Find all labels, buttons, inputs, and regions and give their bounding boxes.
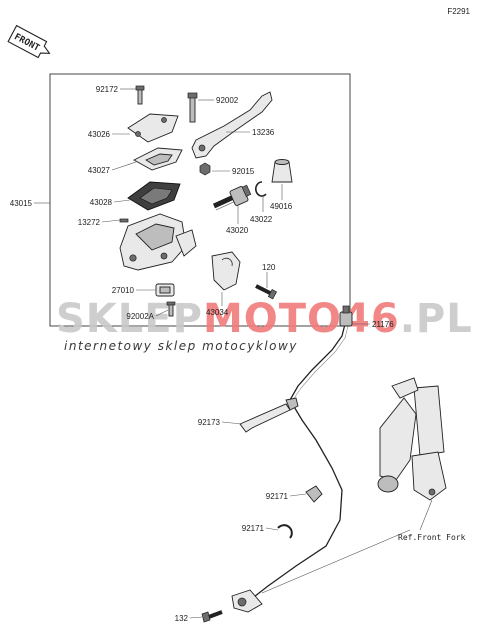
label-92173[interactable]: 92173: [198, 418, 221, 427]
label-92171-upper[interactable]: 92171: [266, 492, 289, 501]
screw-13272: [119, 218, 129, 223]
bolt-92002A: [166, 301, 176, 317]
label-13272[interactable]: 13272: [78, 218, 101, 227]
leader-lines: [34, 88, 433, 619]
switch-27010: [155, 283, 175, 297]
label-27010[interactable]: 27010: [112, 286, 135, 295]
ref-front-fork-label: Ref.Front Fork: [398, 533, 466, 542]
label-43026[interactable]: 43026: [88, 130, 111, 139]
boot-49016: [271, 159, 293, 183]
label-92002[interactable]: 92002: [216, 96, 239, 105]
watermark: SKLEPMOTO46.PL internetowy sklep motocyk…: [56, 296, 473, 353]
label-21176[interactable]: 21176: [372, 320, 394, 329]
nut-92015: [199, 162, 211, 176]
screw-92172: [135, 85, 145, 105]
label-120[interactable]: 120: [262, 263, 276, 272]
label-43015[interactable]: 43015: [10, 199, 33, 208]
svg-text:SKLEPMOTO46.PL: SKLEPMOTO46.PL: [56, 296, 473, 342]
piston-kit-43020: [212, 184, 252, 211]
label-43027[interactable]: 43027: [88, 166, 111, 175]
label-92002A[interactable]: 92002A: [126, 312, 154, 321]
label-92172[interactable]: 92172: [96, 85, 119, 94]
bolt-120: [255, 284, 278, 300]
assembly-frame: [49, 73, 351, 327]
label-43020[interactable]: 43020: [226, 226, 249, 235]
watermark-part2: MOTO: [203, 296, 342, 342]
clamp-43034: [211, 251, 241, 291]
label-13236[interactable]: 13236: [252, 128, 275, 137]
front-direction-badge: FRONT: [7, 24, 51, 59]
label-49016[interactable]: 49016: [270, 202, 293, 211]
label-92015[interactable]: 92015: [232, 167, 255, 176]
bolt-132: [201, 610, 223, 623]
master-cylinder-body-43015: [119, 213, 197, 271]
label-43022[interactable]: 43022: [250, 215, 273, 224]
label-43028[interactable]: 43028: [90, 198, 113, 207]
part-labels: 92172 92002 43026 13236 43027 92015 4901…: [10, 85, 466, 623]
brake-hose-21176: [231, 305, 353, 613]
clamp-92171-lower: [277, 524, 293, 539]
diaphragm-43028: [127, 181, 181, 211]
front-fork-reference: [377, 377, 447, 501]
clamp-92171-upper: [305, 485, 323, 503]
figure-code: F2291: [447, 7, 470, 16]
watermark-tagline: internetowy sklep motocyklowy: [64, 339, 298, 353]
pivot-bolt-92002: [187, 92, 198, 123]
label-132[interactable]: 132: [175, 614, 189, 623]
watermark-part4: .PL: [400, 296, 473, 342]
circlip-43022: [255, 181, 267, 197]
watermark-part1: SKLEP: [56, 296, 203, 342]
plate-43027: [133, 147, 183, 171]
label-43034[interactable]: 43034: [206, 308, 229, 317]
lever-13236: [191, 91, 273, 159]
label-92171-lower[interactable]: 92171: [242, 524, 265, 533]
reservoir-cap-43026: [127, 113, 179, 143]
